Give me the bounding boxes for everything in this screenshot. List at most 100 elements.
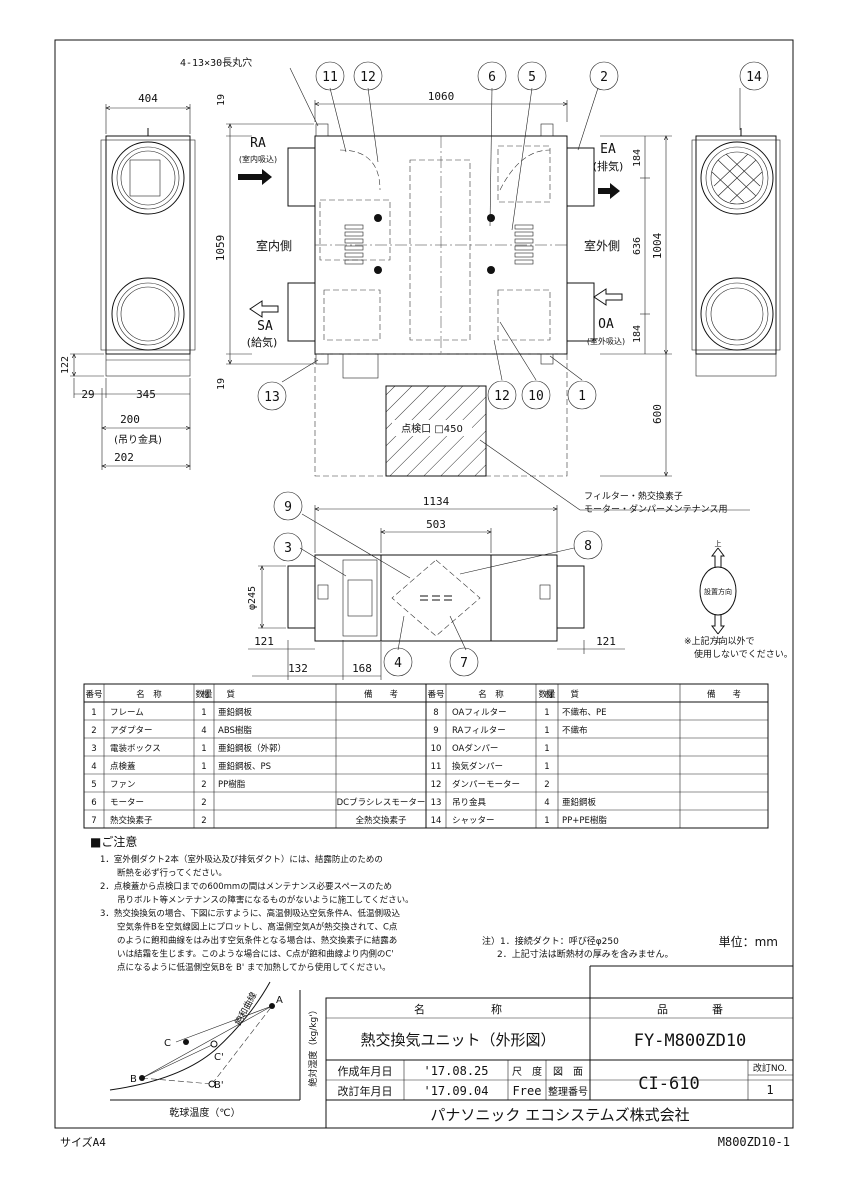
table-cell: 吊り金具 [452, 797, 487, 808]
callout-13: 13 [264, 390, 280, 405]
table-cell: OAダンパー [452, 743, 498, 754]
psychrometric-chart [109, 981, 301, 1101]
label-indoor: 室内側 [256, 238, 292, 253]
table-cell: 3 [91, 744, 96, 754]
table-cell: 不織布、PE [562, 707, 607, 718]
table-cell: 2 [201, 780, 206, 790]
name-header: 名 称 [414, 1002, 502, 1016]
table-cell: シャッター [452, 816, 495, 826]
table-cell: 亜鉛鋼板 [562, 797, 597, 808]
chart-y-label: 絶対湿度（kg/kg'） [307, 1005, 319, 1086]
chart-x-label: 乾球温度（℃） [169, 1106, 240, 1119]
table-header-cell: 名 称 [478, 689, 504, 700]
callout-4: 4 [394, 656, 402, 671]
revision-label: 改訂NO. [753, 1062, 787, 1074]
notes-body: 1．室外側ダクト2本（室外吸込及び排気ダクト）には、結露防止のための 断熱を必ず… [100, 854, 414, 973]
left-end-view [70, 104, 196, 470]
dim-184-bottom: 184 [632, 325, 643, 343]
drawing-code: M800ZD10-1 [718, 1135, 790, 1149]
table-cell: 12 [431, 780, 442, 790]
hanger-note: (吊り金具) [114, 433, 162, 446]
dim-404: 404 [138, 92, 158, 105]
table-cell: 1 [544, 816, 549, 826]
table-cell: DCブラシレスモーター [337, 797, 426, 808]
table-cell: 1 [91, 708, 96, 718]
table-header-cell: 材 質 [545, 689, 580, 700]
slot-note: 4-13×30長丸穴 [180, 56, 252, 69]
created-date: '17.08.25 [423, 1064, 488, 1078]
callout-7: 7 [460, 656, 468, 671]
table-cell: ファン [110, 780, 136, 790]
dim-200: 200 [120, 413, 140, 426]
point-b-prime: B' [214, 1080, 224, 1091]
table-header-cell: 備 考 [707, 689, 741, 700]
table-cell: 全熱交換素子 [355, 815, 407, 826]
table-cell: 熱交換素子 [110, 815, 153, 826]
right-end-view [691, 128, 781, 377]
dim-1060: 1060 [428, 90, 455, 103]
sheet-size: サイズA4 [60, 1135, 106, 1149]
drawing-name: 熱交換気ユニット（外形図） [360, 1031, 555, 1049]
ref-label: 整理番号 [548, 1085, 588, 1098]
dim-184-top: 184 [632, 149, 643, 167]
table-cell: 換気ダンパー [452, 761, 503, 772]
created-label: 作成年月日 [338, 1064, 393, 1078]
table-cell: 4 [91, 762, 96, 772]
table-cell: 1 [544, 726, 549, 736]
table-cell: 2 [201, 816, 206, 826]
note-line: 吊りボルト等メンテナンスの障害になるものがないように施工してください。 [100, 895, 414, 906]
drawing-label: 図 面 [553, 1066, 583, 1078]
table-cell: モーター [110, 798, 144, 808]
callout-1: 1 [578, 389, 586, 404]
number-header: 品 番 [657, 1003, 723, 1016]
table-cell: 14 [431, 816, 442, 826]
note-line: 空気条件Bを空気線図上にプロットし、高温側空気Aが熱交換されて、C点 [100, 922, 398, 933]
scale-label: 尺 度 [512, 1065, 542, 1078]
table-cell: 2 [91, 726, 96, 736]
note-line: のように飽和曲線をはみ出す空気条件となる場合は、熱交換素子に結露あ [100, 935, 397, 946]
callout-6: 6 [488, 70, 496, 85]
label-sa: SA [257, 319, 273, 334]
table-cell: ダンパーモーター [452, 779, 520, 790]
table-cell: 1 [544, 744, 549, 754]
note-line: 3．熱交換換気の場合、下図に示すように、高温側吸込空気条件A、低温側吸込 [100, 908, 400, 919]
orient-up: 上 [715, 539, 722, 548]
orient-down: 上 [715, 635, 722, 644]
table-cell: 2 [201, 798, 206, 808]
label-sa-sub: (給気) [247, 335, 278, 349]
inspection-label: 点検口 □450 [401, 422, 463, 435]
maintenance-note-2: モーター・ダンパーメンテナンス用 [584, 503, 727, 515]
dim-1059: 1059 [214, 235, 227, 262]
point-c-prime: C' [214, 1052, 224, 1063]
table-cell: フレーム [110, 708, 144, 718]
note-line: 断熱を必ず行ってください。 [100, 868, 227, 879]
model-number: FY-M800ZD10 [634, 1031, 747, 1051]
table-cell: 13 [431, 798, 442, 808]
callout-8: 8 [584, 539, 592, 554]
table-cell: アダプター [110, 725, 153, 736]
callout-2: 2 [600, 70, 608, 85]
unit-label: 単位：mm [719, 934, 778, 949]
dim-121-left: 121 [254, 635, 274, 648]
dim-122: 122 [60, 356, 71, 374]
label-ra-sub: (室内吸込) [239, 154, 277, 164]
table-cell: 点検蓋 [110, 761, 136, 772]
parts-table-grid [83, 683, 769, 829]
note-line: 点になるように低温側空気Bを B' まで加熱してから使用してください。 [100, 962, 391, 973]
orient-note-1: ※上記方向以外で [684, 635, 755, 647]
point-a: A [276, 995, 283, 1006]
note-line: 2．点検蓋から点検口までの600mmの間はメンテナンス必要スペースのため [100, 881, 392, 892]
table-cell: 6 [91, 798, 96, 808]
bottom-view [248, 491, 737, 680]
dim-202: 202 [114, 451, 134, 464]
remark-2: 2．上記寸法は断熱材の厚みを含みません。 [497, 948, 673, 960]
callout-14: 14 [746, 70, 762, 85]
table-cell: 1 [201, 744, 206, 754]
remark-1: 注）1．接続ダクト：呼び径φ250 [482, 935, 619, 947]
company-name: パナソニック エコシステムズ株式会社 [430, 1106, 689, 1124]
point-b: B [130, 1074, 137, 1085]
note-line: いは結霜を生じます。このような場合には、C点が飽和曲線より内側のC' [100, 949, 394, 960]
revision-number: 1 [766, 1083, 773, 1097]
label-oa-sub: (室外吸込) [587, 336, 625, 346]
main-unit-view [226, 67, 750, 511]
